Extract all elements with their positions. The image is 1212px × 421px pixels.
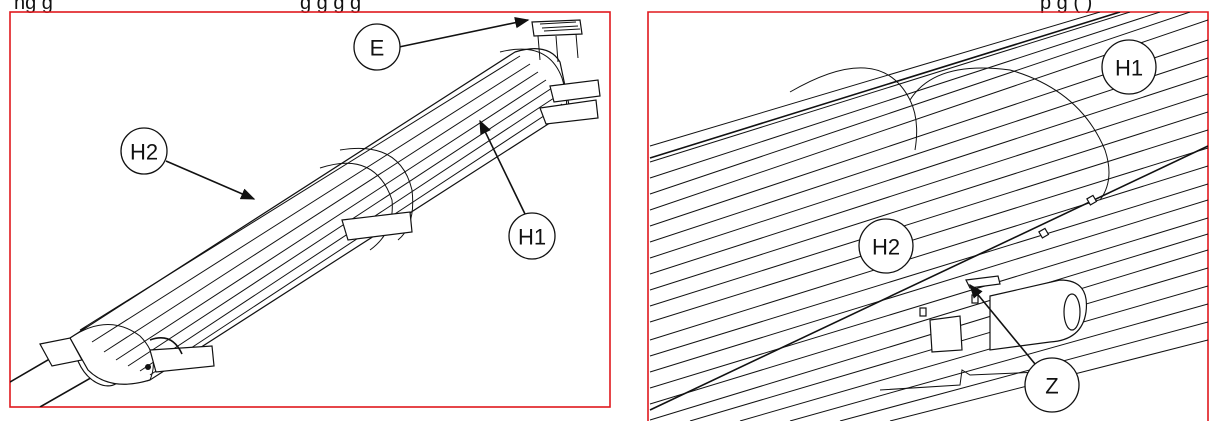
callout-label-h2-left: H2	[130, 140, 158, 165]
arrow-h2-left	[165, 160, 256, 200]
left-panel: E H2 H1	[9, 11, 611, 408]
left-panel-frame	[9, 11, 611, 408]
callout-circle-h2-right	[858, 218, 914, 274]
right-panel: H1 H2 Z	[647, 11, 1209, 421]
caption-left-2: g g g g	[300, 0, 361, 14]
caption-right: p g ( )	[1040, 0, 1092, 14]
arrow-h1-left	[479, 119, 526, 215]
callout-label-e: E	[370, 36, 385, 61]
callout-label-h1-left: H1	[518, 225, 546, 250]
arrow-e	[398, 17, 530, 48]
right-panel-frame	[647, 11, 1209, 421]
callout-label-h1-right: H1	[1115, 56, 1143, 81]
pipe-assembly-drawing	[10, 19, 601, 407]
callout-circle-h2-left	[120, 127, 168, 175]
arrow-z	[969, 283, 1041, 371]
caption-left: ng g	[14, 0, 53, 14]
callout-circle-z	[1024, 357, 1080, 413]
callout-label-z: Z	[1045, 374, 1058, 399]
callout-label-h2-right: H2	[872, 235, 900, 260]
callout-circle-e	[353, 23, 401, 71]
callout-circle-h1-left	[508, 212, 556, 260]
callout-circle-h1-right	[1101, 39, 1157, 95]
